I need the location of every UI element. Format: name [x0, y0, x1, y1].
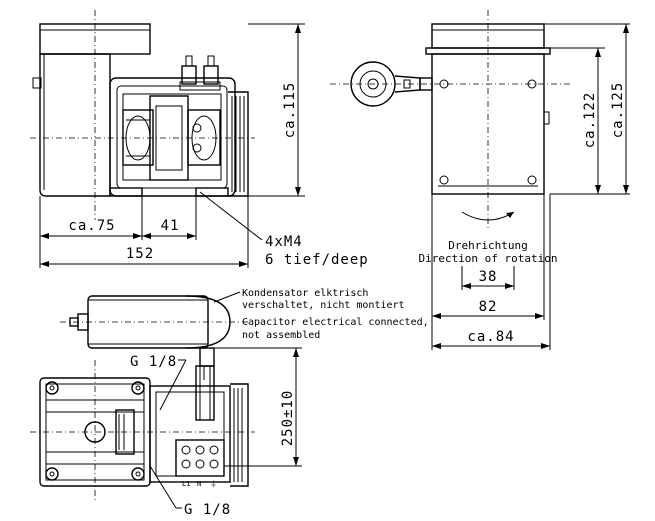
dim-height-115: ca.115	[282, 82, 298, 139]
port-label-top: G 1/8	[130, 354, 177, 370]
rotation-label-en: Direction of rotation	[418, 252, 557, 265]
terminal-n: N	[197, 480, 201, 488]
capacitor-note-4: not assembled	[242, 330, 320, 341]
dim-38: 38	[479, 269, 498, 285]
front-view: ca.115 ca.75 41 152 4xM4 6 tief/deep	[30, 10, 369, 268]
dim-ca75: ca.75	[68, 218, 115, 234]
screw-depth: 6 tief/deep	[265, 252, 369, 268]
dim-125: ca.125	[610, 82, 626, 139]
capacitor-note-3: Capacitor electrical connected,	[242, 317, 429, 328]
capacitor-note-2: verschaltet, nicht montiert	[242, 300, 405, 311]
dim-cable-250: 250±10	[280, 390, 296, 447]
dim-152: 152	[126, 246, 154, 262]
port-label-bottom: G 1/8	[184, 502, 231, 518]
screw-spec: 4xM4	[265, 234, 303, 250]
capacitor-view: Kondensator elktrisch verschaltet, nicht…	[60, 288, 429, 380]
terminal-earth: ⏚	[210, 480, 217, 488]
rotation-label-de: Drehrichtung	[448, 239, 527, 252]
dim-82: 82	[479, 299, 498, 315]
dim-41: 41	[161, 218, 180, 234]
bottom-view: L1 N ⏚ G 1/8 G 1/8 250±10	[30, 347, 302, 518]
side-view: Drehrichtung Direction of rotation ca.12…	[330, 10, 630, 350]
dim-ca84: ca.84	[467, 329, 514, 345]
capacitor-note-1: Kondensator elktrisch	[242, 288, 368, 299]
dim-122: ca.122	[582, 92, 598, 149]
terminal-l1: L1	[182, 480, 190, 488]
